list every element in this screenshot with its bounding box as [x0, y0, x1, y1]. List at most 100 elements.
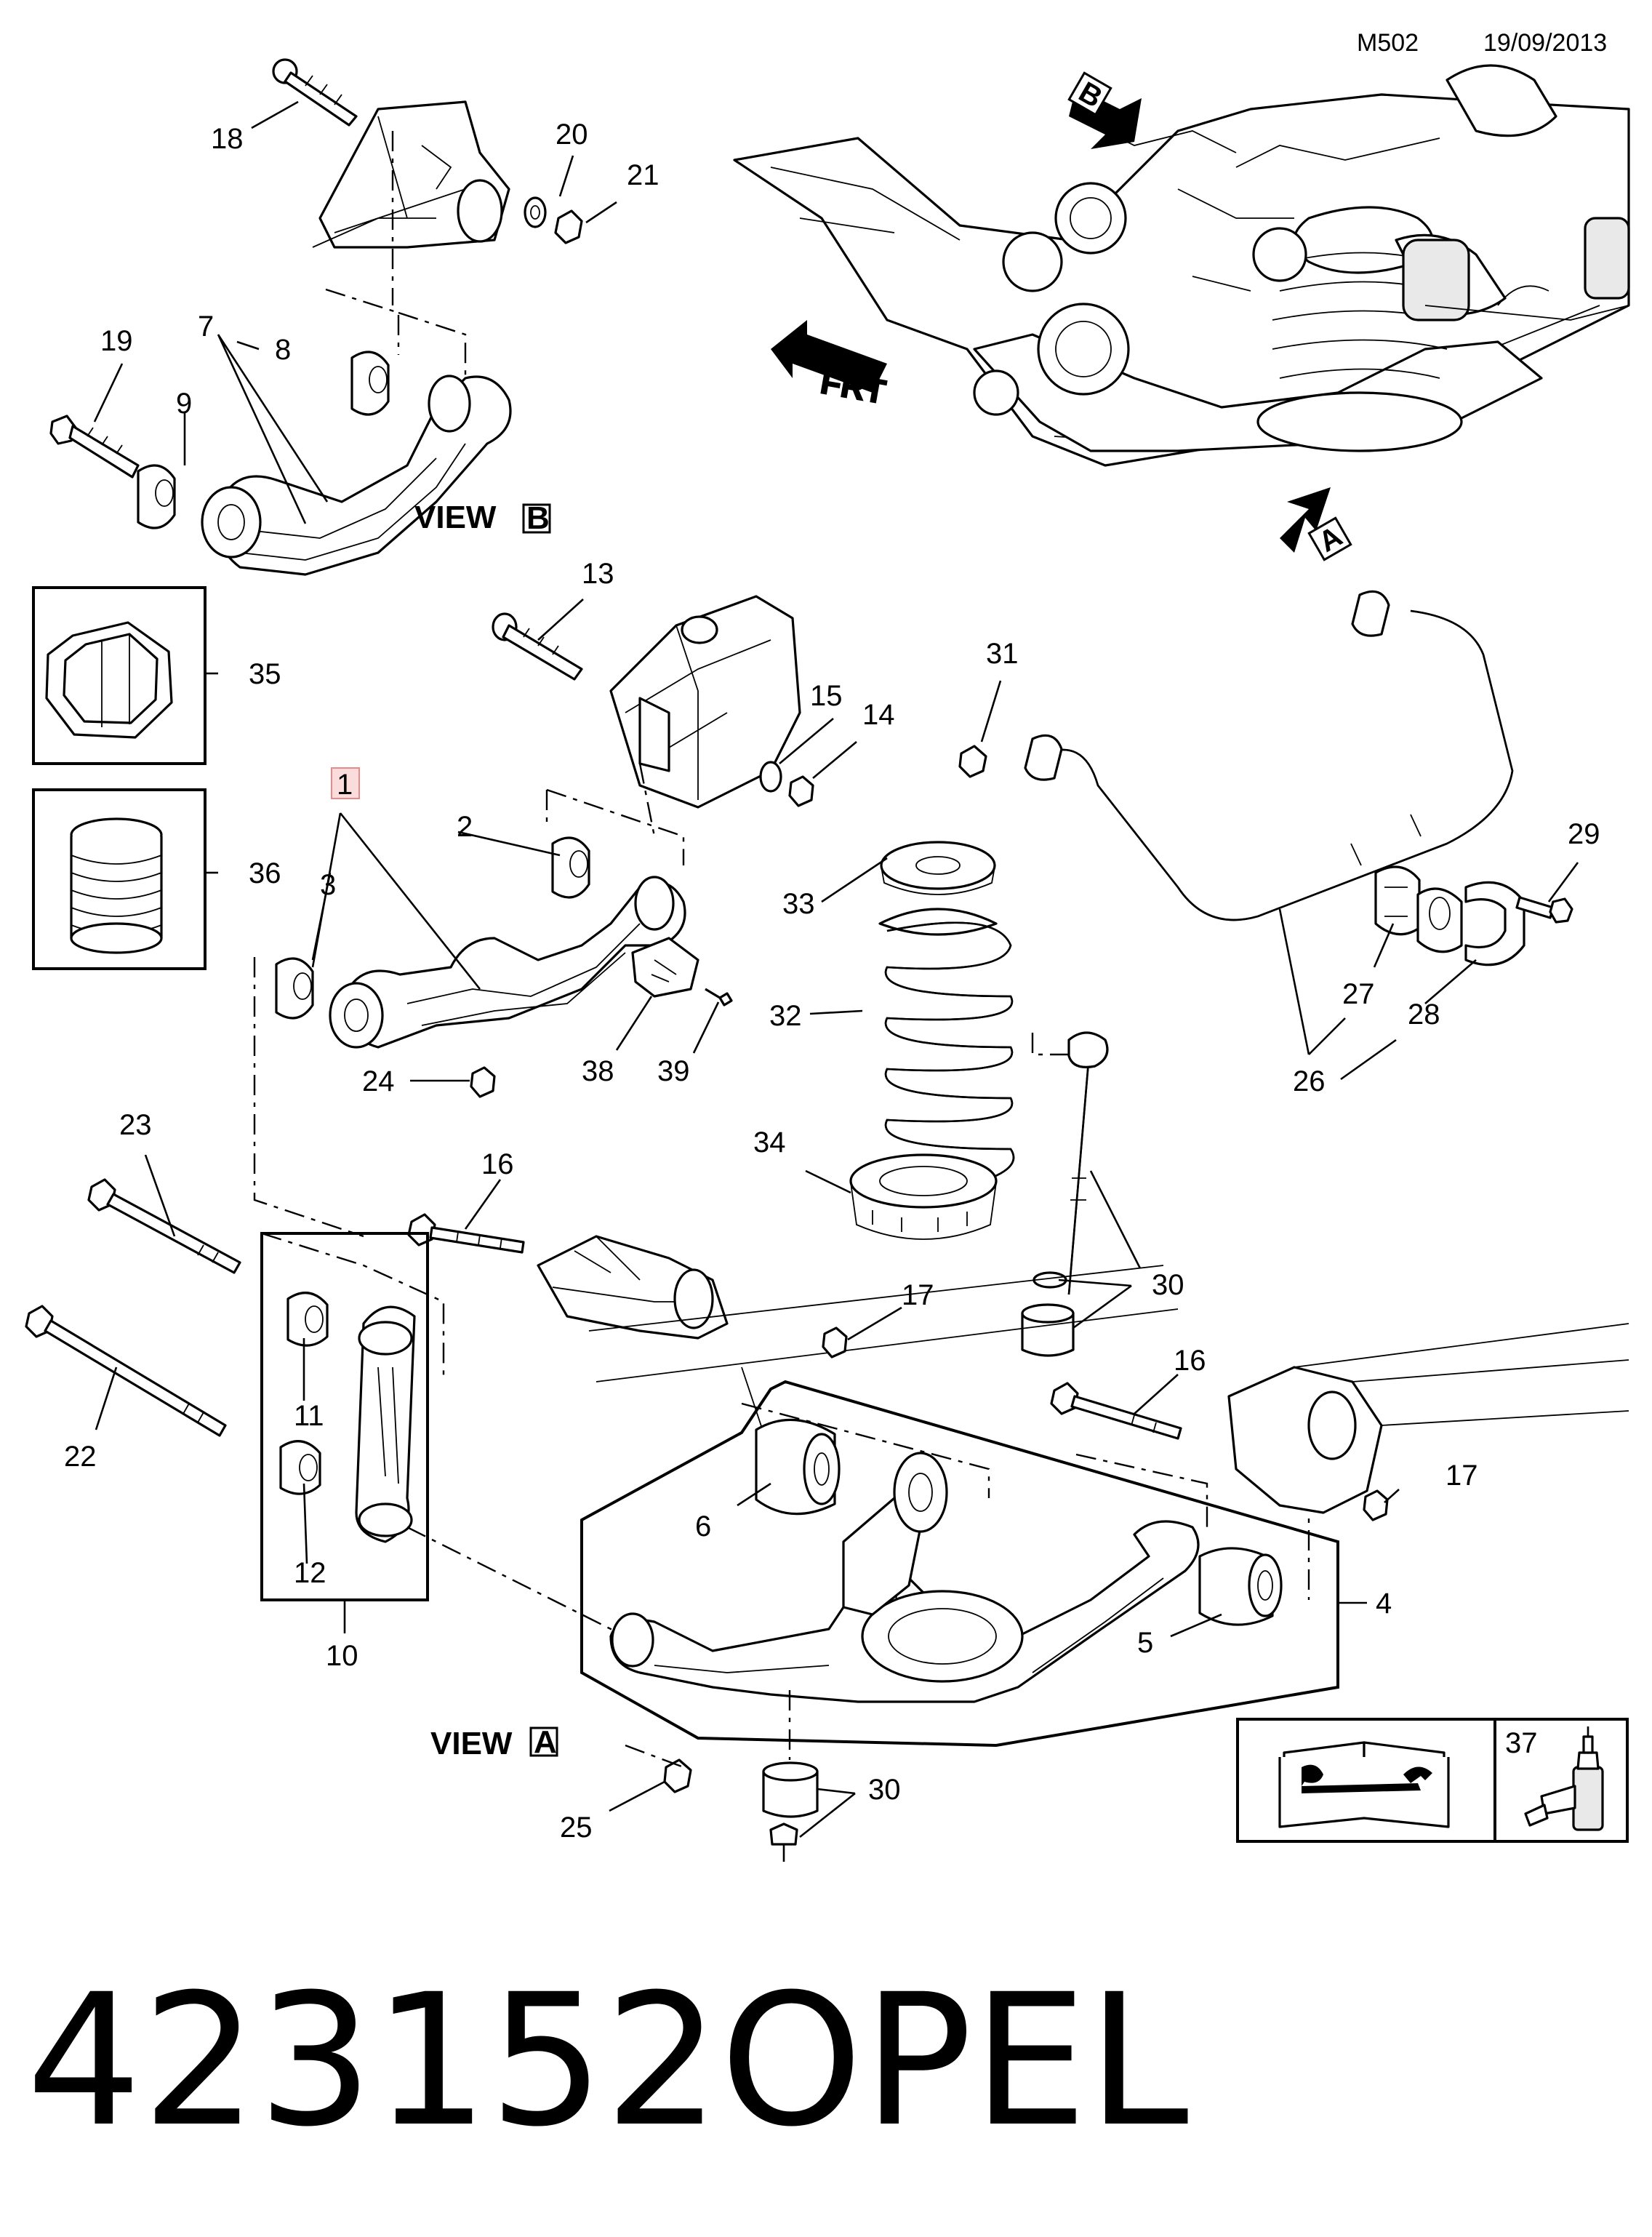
callout-8: 8 [275, 334, 291, 366]
upper-arm-bracket-view-b [312, 100, 510, 249]
subframe-assembly-illustration [733, 64, 1630, 467]
screw-39 [705, 988, 733, 1007]
callout-17a: 17 [902, 1279, 934, 1311]
callout-10: 10 [326, 1640, 358, 1672]
stabilizer-link [1031, 1031, 1109, 1295]
callout-18: 18 [211, 123, 244, 155]
bolt-23 [87, 1178, 241, 1274]
callout-23: 23 [119, 1109, 152, 1141]
callout-1: 1 [337, 769, 353, 801]
bolt-22 [25, 1305, 227, 1437]
part-35-box [32, 586, 206, 765]
view-a-label: VIEW [430, 1726, 513, 1761]
clamp-28 [1464, 881, 1525, 967]
callout-11: 11 [294, 1400, 324, 1432]
callout-39: 39 [657, 1055, 690, 1087]
callout-7: 7 [198, 311, 214, 343]
callout-labels: 18 20 21 19 7 8 9 13 35 15 14 31 1 2 3 3… [64, 119, 1600, 1844]
callout-13: 13 [582, 558, 614, 590]
nut-35-illustration [45, 621, 173, 739]
callout-34: 34 [753, 1126, 786, 1158]
view-b-label: VIEW [414, 500, 497, 535]
svg-text:A: A [1313, 520, 1347, 559]
bolt-13 [492, 612, 583, 681]
boot-36-illustration [70, 817, 163, 954]
callout-30a: 30 [1152, 1269, 1184, 1301]
view-b-letter: B [526, 500, 550, 536]
bushing-5 [1198, 1547, 1283, 1626]
part-number: 423152 [26, 1955, 720, 2166]
callout-27: 27 [1342, 978, 1375, 1010]
callout-29: 29 [1568, 818, 1600, 850]
lower-arm-4-outline [580, 1380, 1339, 1748]
callout-33: 33 [782, 888, 815, 920]
washer-15 [759, 761, 782, 793]
trailing-link [355, 1305, 416, 1543]
bolt-29 [1515, 896, 1573, 924]
callout-24: 24 [362, 1065, 395, 1097]
nut-31 [958, 745, 987, 778]
callout-31: 31 [986, 638, 1019, 670]
upper-control-arm-view-b [137, 351, 512, 576]
rear-subframe-section [1227, 1323, 1629, 1514]
callout-16b: 16 [1174, 1345, 1206, 1377]
nut-14 [788, 775, 814, 807]
bolt-16-lower [1050, 1382, 1182, 1440]
callout-16a: 16 [481, 1148, 514, 1180]
callout-26: 26 [1293, 1065, 1326, 1097]
callout-20: 20 [556, 119, 588, 151]
callout-38: 38 [582, 1055, 614, 1087]
part-36-box [32, 788, 206, 970]
bolt-19 [49, 415, 140, 479]
callout-17b: 17 [1446, 1460, 1478, 1492]
callout-12: 12 [294, 1557, 326, 1589]
view-marker-a: A [1280, 487, 1352, 561]
leader-lines [93, 100, 1579, 1838]
nut-17-lower [1363, 1489, 1389, 1521]
bushing-12 [279, 1440, 321, 1495]
bolt-18 [272, 58, 358, 127]
callout-37: 37 [1505, 1727, 1538, 1759]
callout-14: 14 [862, 699, 895, 731]
coil-spring-32 [878, 908, 1015, 1187]
callout-25: 25 [560, 1812, 593, 1844]
callout-9: 9 [176, 388, 192, 420]
nut-21 [554, 209, 583, 244]
clip-38 [631, 937, 699, 998]
bushing-27b [1416, 887, 1463, 953]
bushing-30-upper [1021, 1271, 1075, 1357]
callout-30b: 30 [868, 1774, 901, 1806]
diagram-date: 19/09/2013 [1483, 29, 1607, 57]
callout-36: 36 [249, 857, 281, 889]
upper-mount-bracket [609, 595, 801, 809]
callout-35: 35 [249, 658, 281, 690]
upper-control-arm-1 [275, 836, 686, 1049]
spring-seat-33 [880, 841, 996, 895]
callout-32: 32 [769, 1000, 802, 1032]
book-wrench-icon [1278, 1741, 1450, 1828]
spring-seat-34 [849, 1153, 998, 1240]
callout-22: 22 [64, 1441, 97, 1473]
nut-17-upper [822, 1326, 848, 1358]
sealant-tube-37 [1524, 1726, 1604, 1831]
callout-5: 5 [1137, 1627, 1153, 1659]
bushing-30-lower [762, 1761, 819, 1862]
service-info-box [1236, 1718, 1629, 1843]
callout-2: 2 [457, 811, 473, 843]
diagram-code: M502 [1357, 29, 1419, 57]
callout-21: 21 [627, 159, 659, 191]
nut-24 [470, 1066, 496, 1098]
view-a-letter: A [534, 1724, 557, 1760]
callout-3: 3 [320, 869, 336, 901]
callout-19: 19 [100, 325, 133, 357]
bushing-27 [1374, 865, 1421, 936]
front-direction-arrow: FRT [771, 320, 889, 412]
lower-control-arm [609, 1452, 1200, 1703]
callout-15: 15 [810, 680, 843, 712]
stabilizer-bar-26 [1024, 590, 1514, 921]
bushing-11 [286, 1292, 329, 1347]
highlight-box-1 [331, 767, 360, 799]
brand-name: OPEL [720, 1955, 1189, 2166]
callout-28: 28 [1408, 999, 1440, 1031]
callout-4: 4 [1376, 1588, 1392, 1620]
